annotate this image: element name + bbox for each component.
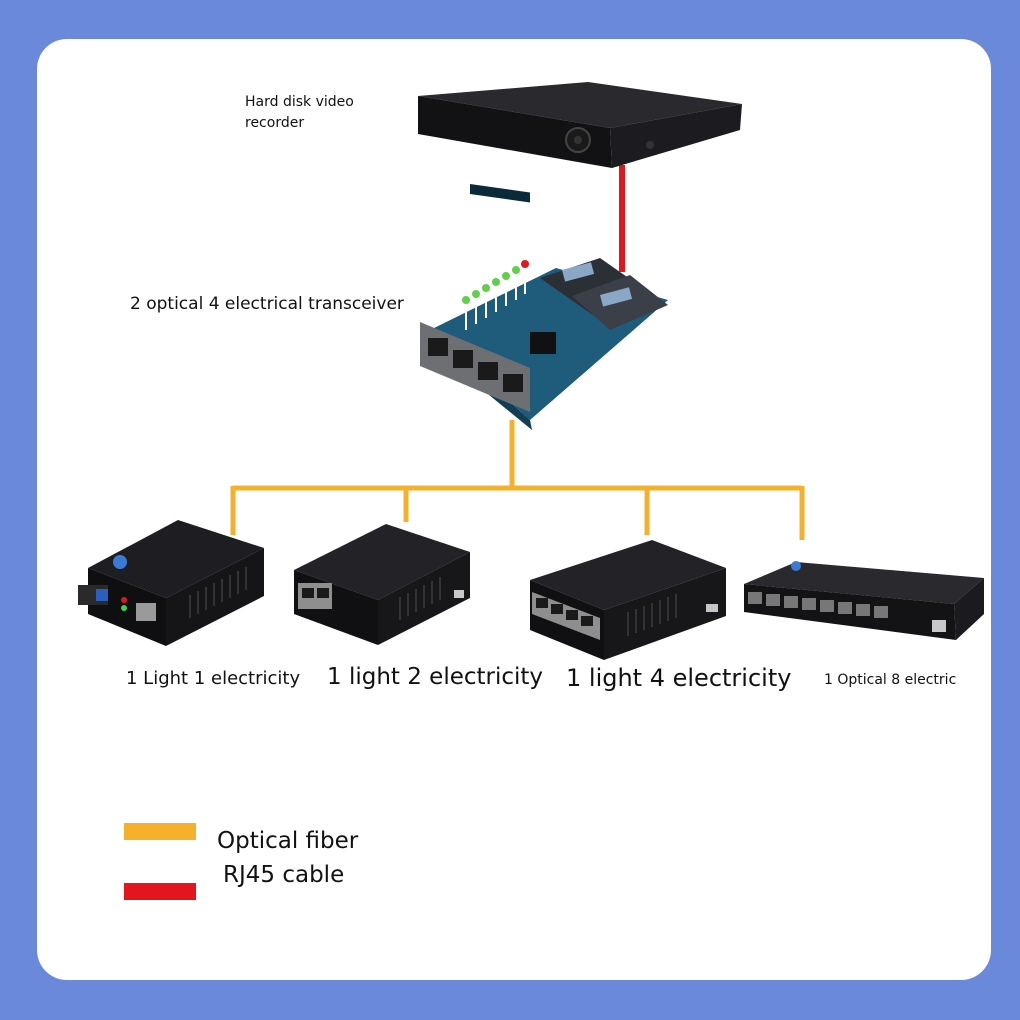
dvr-label: Hard disk video recorder [245,94,354,131]
media-converter-2-port-icon [294,524,470,645]
rj45-cable-legend-label: RJ45 cable [223,862,345,888]
media-converter-4-port-icon [530,540,726,660]
rj45-cable-swatch [124,883,196,900]
optical-fiber-swatch [124,823,196,840]
converter-3-label: 1 light 4 electricity [566,664,792,692]
transceiver-label: 2 optical 4 electrical transceiver [130,294,404,314]
optical-fiber-tree [230,420,805,540]
fiber-switch-8-port-icon [744,561,984,640]
converter-1-label: 1 Light 1 electricity [126,668,301,689]
media-converter-1-port-icon [78,520,264,646]
hard-disk-video-recorder-icon [418,82,742,203]
converter-2-label: 1 light 2 electricity [327,664,544,690]
transceiver-board-icon [420,258,668,430]
converter-4-label: 1 Optical 8 electric [824,672,957,688]
optical-fiber-legend-label: Optical fiber [217,828,359,854]
